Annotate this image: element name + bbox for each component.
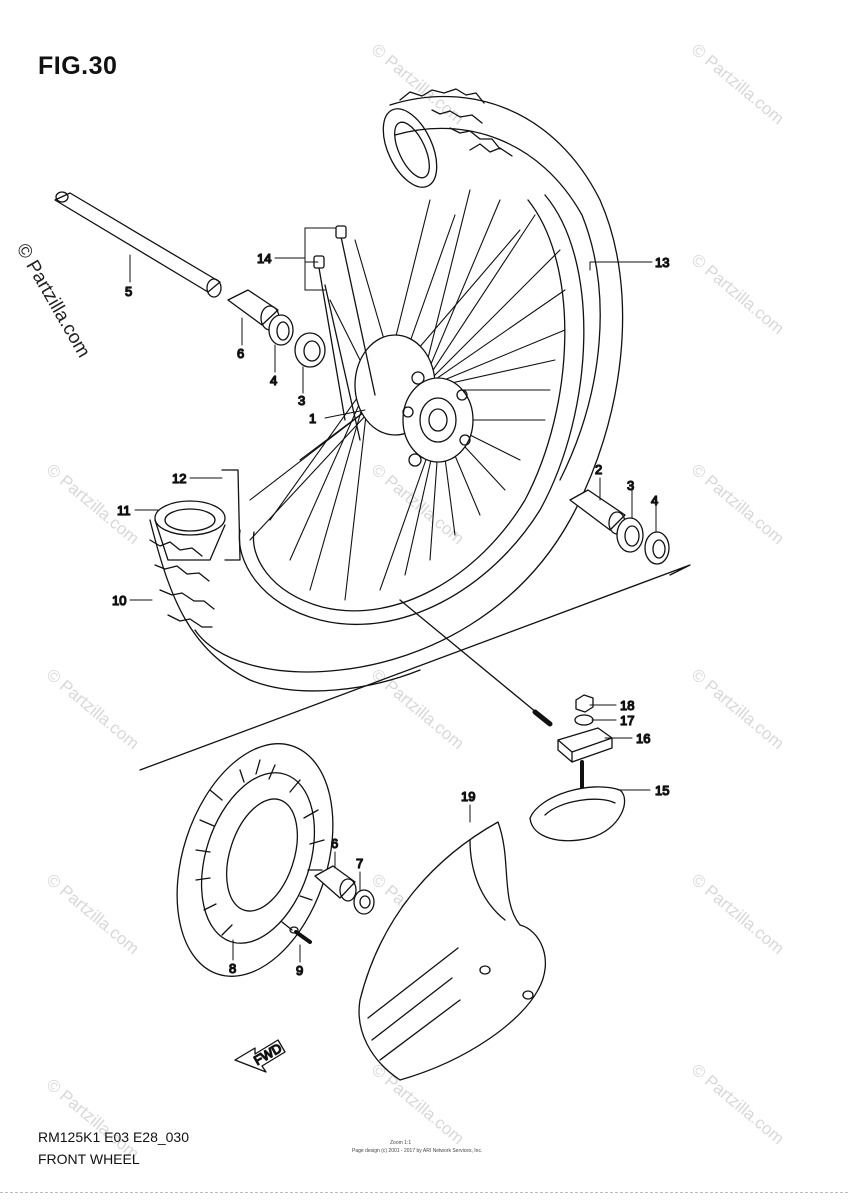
tube-valve (529, 760, 626, 842)
callout-7: 7 (356, 856, 363, 871)
callout-6: 6 (237, 346, 244, 361)
callout-1: 1 (309, 411, 316, 426)
spokes (249, 189, 566, 601)
callout-4: 4 (651, 493, 658, 508)
rim-lock (557, 727, 613, 763)
forward-arrow-icon (234, 1039, 286, 1073)
disc-cover (358, 821, 547, 1081)
page-design-note: Page design (c) 2001 - 2017 by ARI Netwo… (352, 1148, 483, 1154)
tire (149, 88, 624, 692)
callout-19: 19 (461, 789, 475, 804)
callout-11: 11 (117, 503, 131, 518)
rim-band (221, 469, 241, 561)
figure-title: FIG.30 (38, 52, 118, 80)
bearing-right (616, 517, 644, 553)
oil-seal-upper (268, 314, 294, 346)
valve-nut (575, 694, 594, 713)
callout-3: 3 (298, 393, 305, 408)
page-divider (0, 1192, 848, 1193)
callout-15: 15 (655, 783, 669, 798)
bearing-upper (294, 332, 326, 368)
valve-pointer-line (399, 599, 549, 723)
callout-12: 12 (172, 471, 186, 486)
callout-16: 16 (636, 731, 650, 746)
callout-13: 13 (655, 255, 669, 270)
callout-5: 5 (125, 284, 132, 299)
callout-leaders (129, 227, 657, 963)
axle-nut (353, 889, 375, 915)
spacer-right (569, 489, 626, 535)
callout-14: 14 (257, 251, 271, 266)
callout-8: 8 (229, 961, 236, 976)
zoom-note: Zoom 1:1 (390, 1140, 412, 1146)
callout-3: 3 (627, 478, 634, 493)
callout-10: 10 (112, 593, 126, 608)
front-axle (54, 191, 222, 298)
diagram-code: RM125K1 E03 E28_030 (38, 1129, 189, 1145)
wheel-hub (354, 334, 474, 467)
spacer-collar-lower (314, 865, 357, 902)
inner-tube (154, 500, 226, 561)
brake-disc (176, 743, 334, 977)
callout-18: 18 (620, 698, 634, 713)
tire-cutaway (149, 539, 215, 628)
oil-seal-right (644, 531, 670, 565)
callout-9: 9 (296, 963, 303, 978)
callout-4: 4 (270, 373, 277, 388)
callout-6: 6 (331, 836, 338, 851)
valve-pointer-arrowhead (532, 709, 553, 727)
valve-washer (574, 714, 594, 726)
assembly-plane-line (139, 564, 691, 771)
callout-2: 2 (595, 462, 602, 477)
rim (238, 194, 585, 625)
disc-bolt (289, 926, 312, 944)
diagram-name: FRONT WHEEL (38, 1151, 140, 1167)
callout-17: 17 (620, 713, 634, 728)
spoke-set (313, 225, 376, 441)
